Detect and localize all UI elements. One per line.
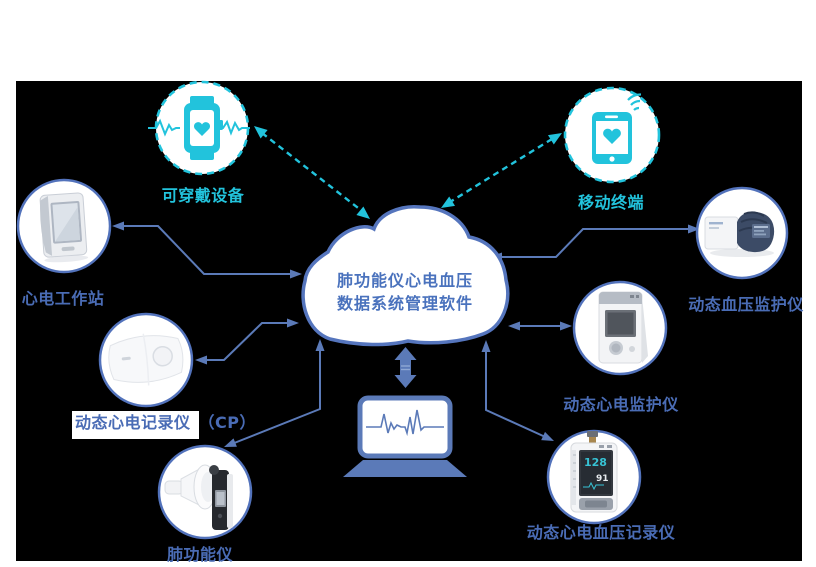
label-ecg-monitor: 动态心电监护仪 (563, 395, 679, 414)
connector-holter-cp-cloud (195, 318, 299, 365)
heart-icon (193, 122, 211, 136)
node-mobile-terminal (563, 86, 661, 184)
connector-spirometer-cloud (224, 339, 325, 447)
smartphone-icon (592, 93, 642, 164)
heart-icon (603, 128, 621, 144)
node-ecg-bp-recorder: 128 91 (546, 429, 642, 525)
double-arrow-icon (394, 347, 417, 388)
ecg-bp-recorder-photo: 128 91 (570, 431, 618, 513)
smartwatch-icon (148, 96, 250, 160)
cloud-title: 肺功能仪心电血压 数据系统管理软件 (337, 269, 473, 315)
node-ecg-workstation (16, 178, 112, 274)
ecg-monitor-photo (598, 291, 648, 364)
connector-bp-monitor-cloud (490, 224, 700, 262)
cloud-icon (301, 205, 510, 347)
spirometer-photo (164, 464, 233, 530)
connector-mobile-cloud (441, 133, 562, 208)
label-holter-cp-recorder: 动态心电记录仪（CP） (72, 409, 256, 439)
label-ecg-workstation: 心电工作站 (21, 289, 105, 308)
cloud-title-line1: 肺功能仪心电血压 (336, 271, 474, 290)
connector-wearable-cloud (254, 126, 370, 219)
label-holter-cp-highlight: 动态心电记录仪 (72, 411, 199, 439)
node-holter-cp-recorder (98, 312, 194, 408)
connector-ecg-bp-recorder-cloud (481, 340, 554, 441)
node-ecg-monitor (572, 280, 668, 376)
bp-monitor-photo (704, 211, 775, 257)
cloud-title-line2: 数据系统管理软件 (336, 294, 474, 313)
node-bp-monitor (695, 186, 789, 280)
node-wearable-device (148, 80, 250, 176)
label-mobile-terminal: 移动终端 (577, 193, 645, 212)
holter-recorder-photo (108, 333, 184, 386)
ecg-wave-icon (148, 118, 250, 137)
recorder-dia-value: 91 (596, 474, 609, 484)
node-spirometer (157, 444, 253, 540)
label-holter-cp-suffix: （CP） (198, 413, 256, 432)
laptop-base (343, 460, 467, 477)
connector-ecg-monitor-cloud (508, 321, 572, 331)
label-ecg-bp-recorder: 动态心电血压记录仪 (526, 523, 676, 542)
ecg-wave-icon (366, 409, 444, 437)
ecg-workstation-photo (39, 192, 89, 263)
label-bp-monitor: 动态血压监护仪 (688, 295, 804, 314)
label-wearable-device: 可穿戴设备 (161, 186, 245, 205)
wifi-signal-icon (627, 93, 642, 111)
recorder-sys-value: 128 (584, 456, 607, 469)
label-spirometer: 肺功能仪 (166, 545, 234, 564)
connector-workstation-cloud (112, 221, 302, 279)
laptop-ecg-icon (343, 395, 467, 477)
